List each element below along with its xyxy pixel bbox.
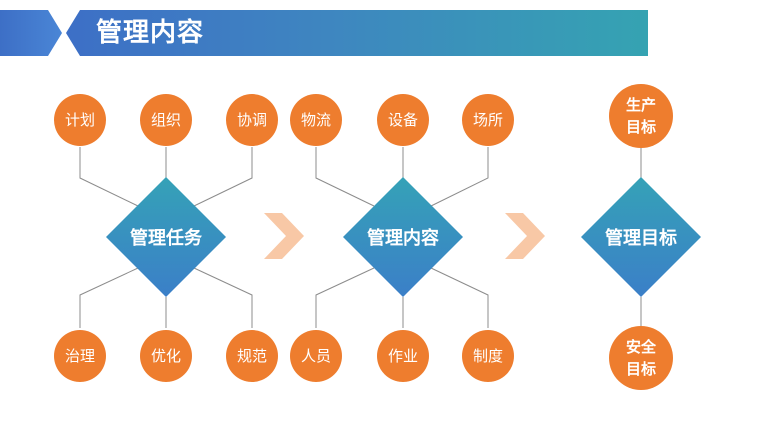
diamond-label: 管理目标 xyxy=(605,228,677,249)
connector-line xyxy=(315,147,375,207)
diamond-management-goals: 管理目标 xyxy=(581,177,701,297)
node-organize: 组织 xyxy=(140,94,192,146)
node-label: 生产目标 xyxy=(625,96,656,136)
connector-line xyxy=(193,267,253,328)
node-optimize: 优化 xyxy=(140,330,192,382)
connector-line xyxy=(430,267,489,328)
node-production-goal: 生产目标 xyxy=(609,84,673,148)
diamond-management-tasks: 管理任务 xyxy=(106,177,226,297)
node-governance: 治理 xyxy=(54,330,106,382)
node-personnel: 人员 xyxy=(290,330,342,382)
node-safety-goal: 安全目标 xyxy=(609,326,673,390)
connector-line xyxy=(79,147,139,207)
node-coordinate: 协调 xyxy=(226,94,278,146)
node-operation: 作业 xyxy=(377,330,429,382)
node-label: 安全目标 xyxy=(625,338,656,378)
connector-line xyxy=(315,267,375,328)
node-site: 场所 xyxy=(462,94,514,146)
page-title: 管理内容 xyxy=(96,18,205,48)
node-equipment: 设备 xyxy=(377,94,429,146)
node-logistics: 物流 xyxy=(290,94,342,146)
diamond-management-content: 管理内容 xyxy=(343,177,463,297)
connector-line xyxy=(430,147,489,207)
diamond-label: 管理任务 xyxy=(130,228,202,249)
diamond-label: 管理内容 xyxy=(367,228,439,249)
header-banner xyxy=(66,10,648,56)
connector-line xyxy=(79,267,139,328)
node-standardize: 规范 xyxy=(226,330,278,382)
connector-line xyxy=(193,147,253,207)
node-system: 制度 xyxy=(462,330,514,382)
node-plan: 计划 xyxy=(54,94,106,146)
header-accent-block xyxy=(0,10,62,56)
